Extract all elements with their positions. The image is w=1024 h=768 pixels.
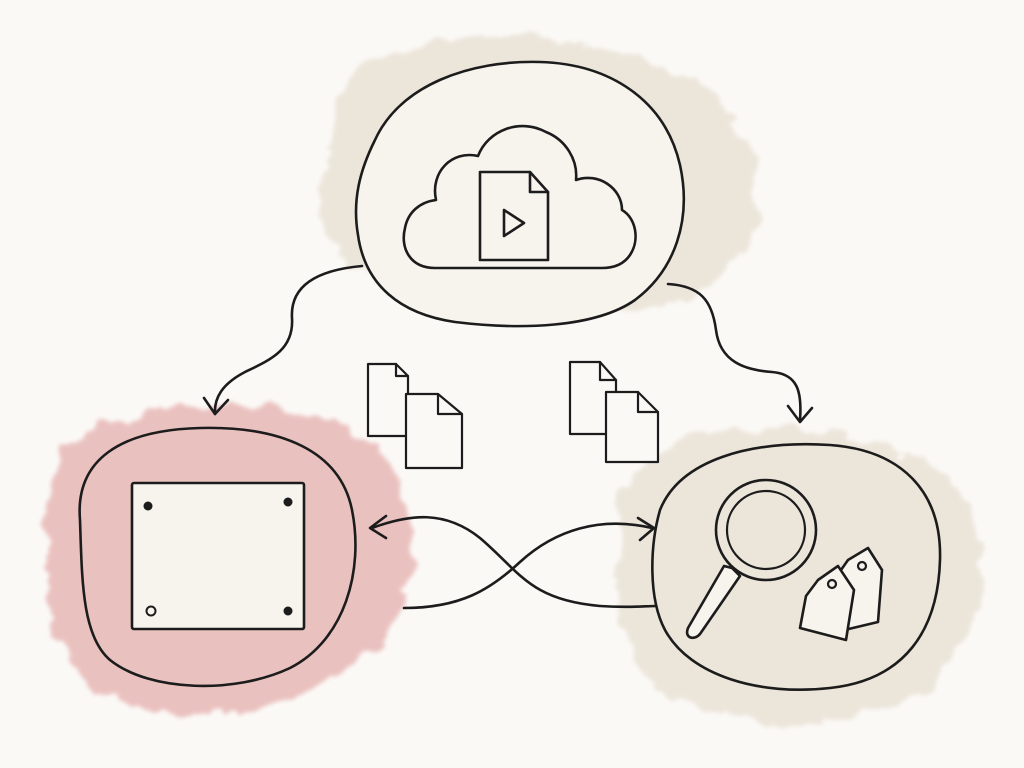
- play-icon: [502, 208, 526, 238]
- magnifier-tags-icon: [685, 478, 884, 642]
- search-node-wash: [616, 427, 983, 721]
- node-board[interactable]: [78, 426, 357, 688]
- connector-cloud-to-search: [666, 282, 814, 424]
- document-pair-icon: [366, 362, 464, 470]
- video-file-icon: [478, 170, 550, 262]
- arrowhead-icon: [368, 514, 388, 540]
- pin-icon: [143, 501, 153, 511]
- search-node-outline: [651, 443, 942, 692]
- tags-icon: [798, 546, 884, 642]
- board-node-outline: [78, 426, 357, 688]
- arrowhead-icon: [202, 396, 230, 416]
- magnifier-icon: [685, 478, 818, 640]
- node-cloud-storage[interactable]: [354, 60, 686, 328]
- arrowhead-icon: [636, 516, 656, 542]
- pin-icon: [283, 497, 293, 507]
- pin-icon: [145, 605, 157, 617]
- node-search-tags[interactable]: [651, 443, 942, 692]
- connector-board-search-crossed: [368, 514, 658, 610]
- cloud-node-outline: [354, 60, 686, 328]
- arrowhead-icon: [786, 404, 814, 424]
- document-pair-icon: [568, 360, 660, 464]
- cloud-video-file-icon: [402, 124, 637, 270]
- cloud-icon: [402, 124, 637, 270]
- connector-cloud-to-board: [202, 264, 364, 416]
- pin-icon: [283, 606, 293, 616]
- pinned-board-icon: [130, 481, 306, 631]
